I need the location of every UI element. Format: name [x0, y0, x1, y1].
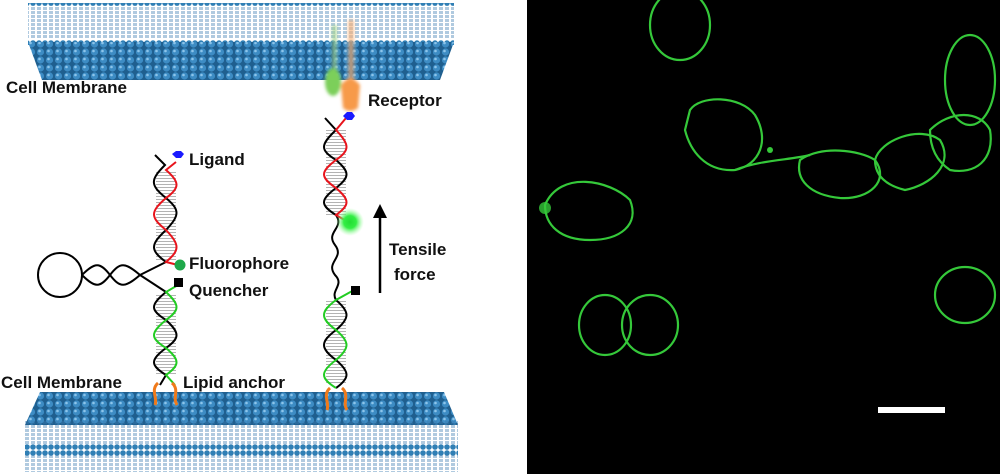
tensile-label: Tensile — [389, 240, 446, 259]
top-membrane-label: Cell Membrane — [6, 78, 127, 97]
cell-outlines — [543, 0, 997, 357]
ligand-label: Ligand — [189, 150, 245, 169]
tension-probe-relaxed — [37, 151, 186, 406]
lipid-anchor-label: Lipid anchor — [183, 373, 285, 392]
force-label: force — [394, 265, 436, 284]
bottom-membrane — [25, 392, 458, 472]
fluorophore-label: Fluorophore — [189, 254, 289, 273]
fluorescence-micrograph — [527, 0, 1000, 474]
tensile-force-arrow-icon — [373, 204, 387, 293]
receptor-icon — [325, 20, 360, 111]
top-membrane — [28, 3, 454, 80]
scale-bar — [878, 407, 945, 413]
quencher-icon — [174, 278, 183, 287]
tension-probe-stretched — [323, 112, 364, 411]
quencher-label: Quencher — [189, 281, 269, 300]
fluorophore-glow-icon — [336, 208, 364, 236]
ligand-icon — [172, 151, 184, 158]
fluorophore-icon — [174, 259, 186, 271]
receptor-label: Receptor — [368, 91, 442, 110]
bottom-membrane-label: Cell Membrane — [1, 373, 122, 392]
